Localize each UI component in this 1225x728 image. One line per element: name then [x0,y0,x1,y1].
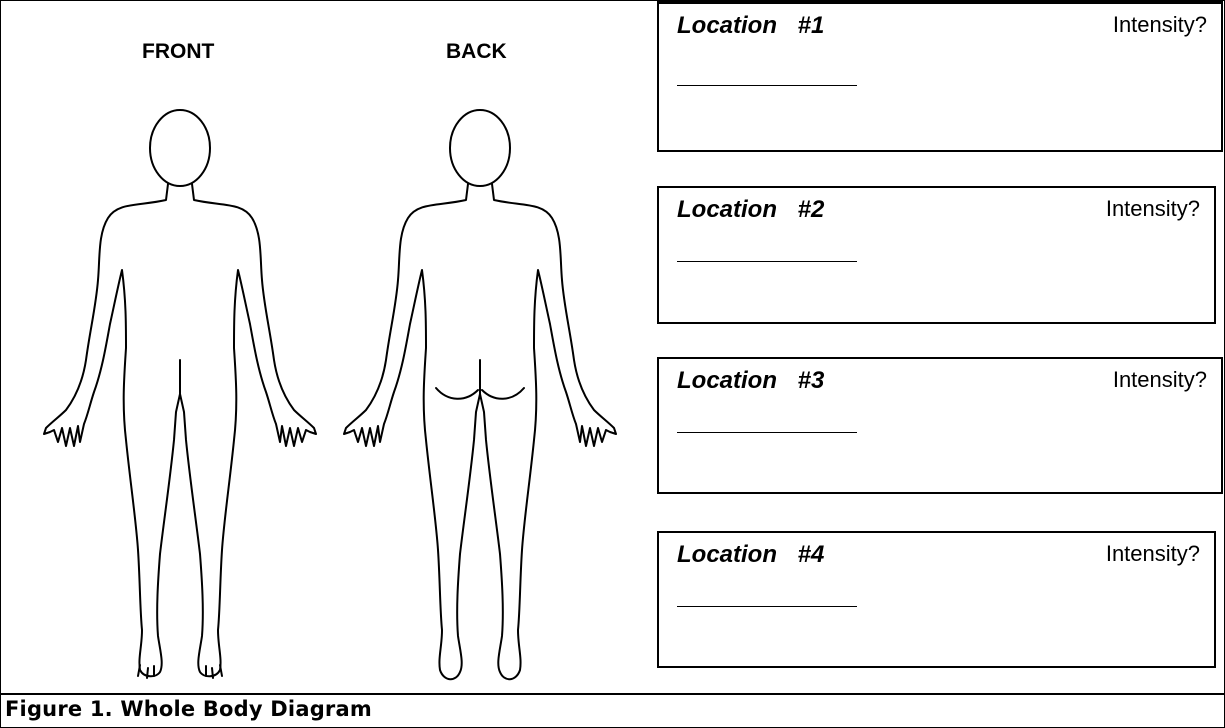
location-title: Location #4 [677,541,824,569]
location-box-3: Location #3 Intensity? [657,357,1223,494]
back-body-outline [340,110,620,685]
intensity-label: Intensity? [1113,367,1207,393]
intensity-label: Intensity? [1113,12,1207,38]
location-title: Location #1 [677,12,824,40]
location-box-4: Location #4 Intensity? [657,531,1216,668]
front-view-label: FRONT [142,40,214,64]
location-blank-line[interactable] [677,84,857,86]
location-blank-line[interactable] [677,431,857,433]
location-box-2: Location #2 Intensity? [657,186,1216,324]
figure-caption: Figure 1. Whole Body Diagram [5,697,372,721]
location-blank-line[interactable] [677,260,857,262]
intensity-label: Intensity? [1106,196,1200,222]
location-box-1: Location #1 Intensity? [657,2,1223,152]
front-body-outline [40,110,320,685]
location-title: Location #2 [677,196,824,224]
intensity-label: Intensity? [1106,541,1200,567]
location-title: Location #3 [677,367,824,395]
back-view-label: BACK [446,40,507,64]
location-blank-line[interactable] [677,605,857,607]
caption-divider [0,693,1225,695]
